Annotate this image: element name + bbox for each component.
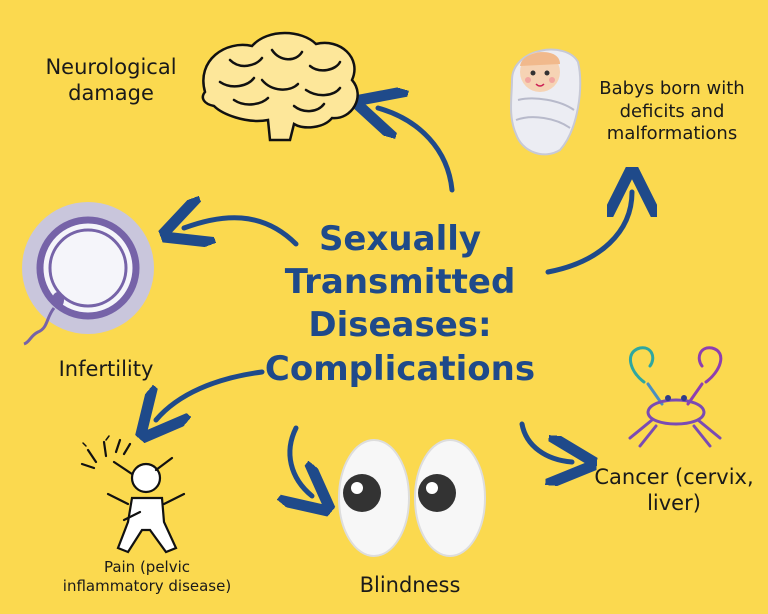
title-line: Complications [264, 348, 536, 389]
arrow-to-blindness [290, 425, 312, 496]
arrow-to-cancer [519, 421, 572, 462]
label-infertility: Infertility [58, 357, 154, 381]
arrow-to-babies [545, 192, 632, 275]
ovum-icon [22, 202, 154, 346]
arrow-to-neurological [378, 108, 455, 193]
label-pain: Pain (pelvic inflammatory disease) [62, 558, 232, 595]
arrow-to-pain [156, 369, 265, 420]
label-cancer: Cancer (cervix, liver) [594, 465, 754, 516]
title-line: Transmitted [284, 262, 516, 303]
diagram-title: Sexually Transmitted Diseases: Complicat… [250, 218, 550, 391]
label-blindness: Blindness [359, 573, 461, 597]
brain-icon [201, 31, 359, 142]
arrow-to-infertility [184, 218, 299, 244]
eyes-icon [338, 439, 486, 557]
pain-doll-icon [80, 435, 186, 554]
title-line: Sexually [318, 219, 482, 259]
baby-icon [510, 48, 582, 156]
label-neurological-damage: Neurological damage [45, 55, 177, 106]
crab-icon [628, 346, 723, 448]
label-babies: Babys born with deficits and malformatio… [599, 78, 745, 144]
title-line: Diseases: [308, 305, 492, 346]
